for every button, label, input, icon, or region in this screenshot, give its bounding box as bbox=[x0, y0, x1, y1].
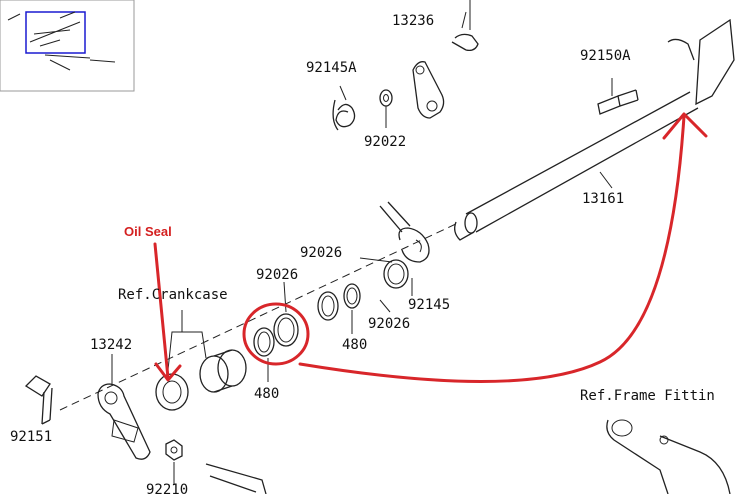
highlight-circle bbox=[242, 302, 310, 366]
part-480-ring-mid bbox=[343, 283, 361, 334]
part-480-ring-circled bbox=[253, 327, 275, 382]
part-92026-ring-mid bbox=[317, 291, 391, 321]
label-92151: 92151 bbox=[10, 429, 52, 445]
part-92145A-spring bbox=[332, 85, 356, 131]
label-92145: 92145 bbox=[408, 297, 450, 313]
label-92026-left: 92026 bbox=[256, 267, 298, 283]
part-92210-nut bbox=[165, 439, 183, 484]
label-92145A: 92145A bbox=[306, 60, 357, 76]
label-ref-crankcase: Ref.Crankcase bbox=[118, 287, 228, 303]
label-92022: 92022 bbox=[364, 134, 406, 150]
part-shaft-end bbox=[205, 463, 267, 494]
label-13242: 13242 bbox=[90, 337, 132, 353]
label-480-left: 480 bbox=[254, 386, 279, 402]
ref-frame-fitting bbox=[606, 419, 731, 494]
label-480-right: 480 bbox=[342, 337, 367, 353]
part-92151-bolt bbox=[24, 375, 53, 425]
label-92150A: 92150A bbox=[580, 48, 631, 64]
ref-crankcase-bracket bbox=[167, 310, 207, 371]
part-92022-washer bbox=[379, 89, 393, 128]
part-oil-seal bbox=[155, 373, 189, 411]
part-needle-bearing bbox=[199, 349, 247, 393]
annotation-overlay bbox=[153, 112, 708, 383]
label-13236: 13236 bbox=[392, 13, 434, 29]
oil-seal-note: Oil Seal bbox=[124, 224, 172, 239]
thumbnail-overview-icon[interactable] bbox=[0, 0, 135, 92]
label-92210: 92210 bbox=[146, 482, 188, 494]
label-13161: 13161 bbox=[582, 191, 624, 207]
part-92145-spring bbox=[379, 201, 430, 296]
part-92026-ring-circled bbox=[273, 281, 299, 347]
label-92026-top: 92026 bbox=[300, 245, 342, 261]
part-13236-shift-arm bbox=[412, 0, 479, 119]
relocation-arrow bbox=[298, 112, 708, 383]
part-92026-ring-upper bbox=[359, 257, 409, 289]
part-92150A-bolt bbox=[597, 78, 639, 115]
assembly-axis-line bbox=[59, 221, 461, 411]
label-92026-right: 92026 bbox=[368, 316, 410, 332]
label-ref-frame-fitting: Ref.Frame Fittin bbox=[580, 388, 715, 404]
oil-seal-arrow bbox=[153, 242, 182, 382]
part-13242-shift-lever bbox=[97, 354, 151, 460]
